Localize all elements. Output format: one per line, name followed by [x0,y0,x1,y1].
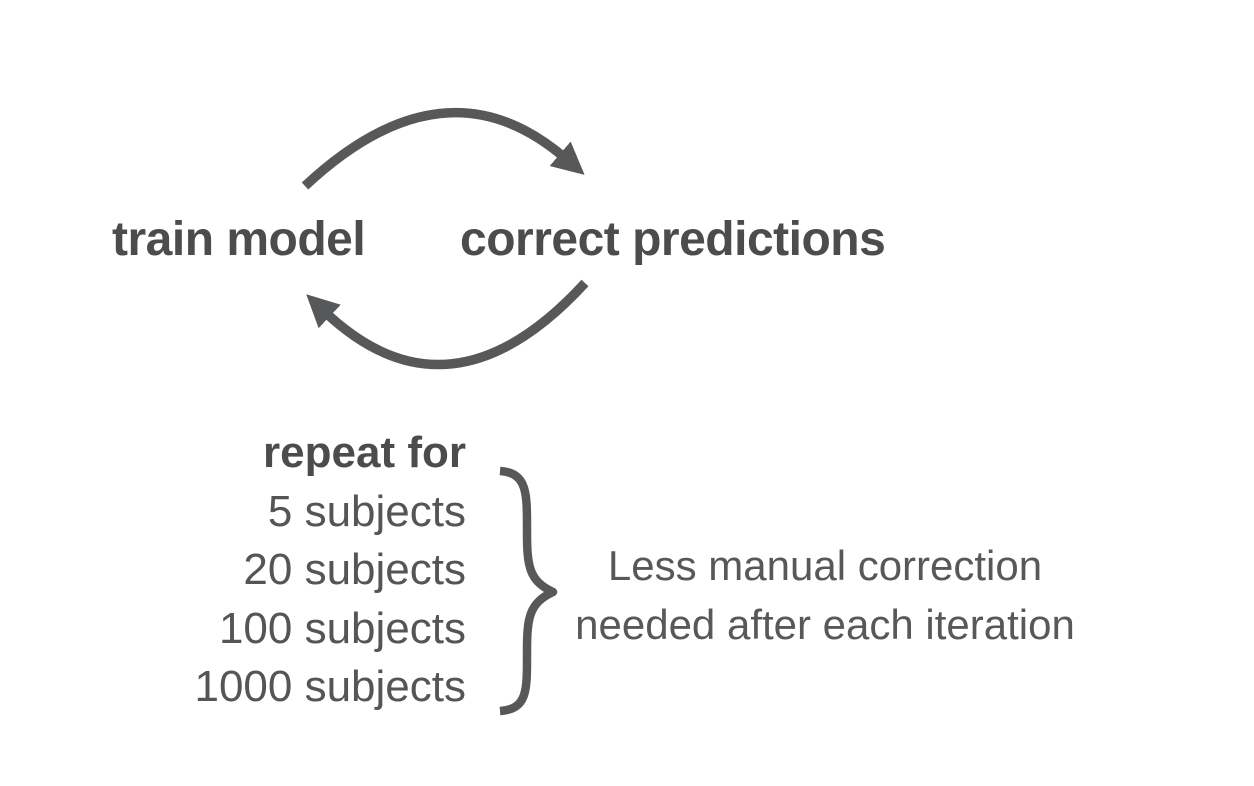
cycle-arrow-top-icon [301,107,585,190]
list-item-100-subjects: 100 subjects [218,603,466,653]
repeat-for-header: repeat for [263,428,466,477]
curly-brace-icon [499,466,558,716]
repeat-for-block: repeat for 5 subjects 20 subjects 100 su… [140,424,466,717]
list-item-5-subjects: 5 subjects [267,486,466,536]
caption-line-2: needed after each iteration [575,601,1075,648]
caption-line-1: Less manual correction [607,542,1043,589]
correct-predictions-label: correct predictions [460,213,886,266]
cycle-arrow-bottom-icon [306,279,589,370]
train-model-label: train model [112,213,366,266]
list-item-1000-subjects: 1000 subjects [194,662,466,711]
caption-block: Less manual correction needed after each… [545,536,1105,654]
list-item-20-subjects: 20 subjects [243,545,466,594]
